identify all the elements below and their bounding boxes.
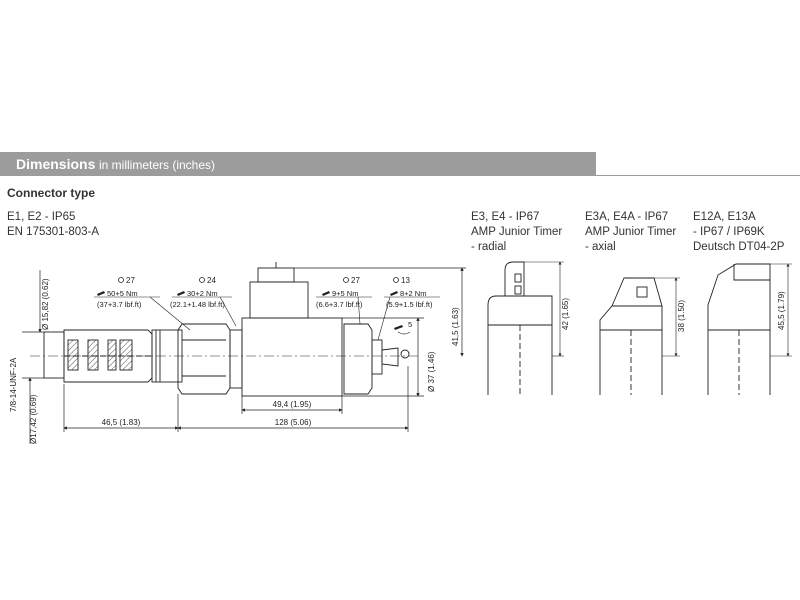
torque-label: 50+5 Nm <box>107 289 138 298</box>
header-subtitle: in millimeters (inches) <box>98 158 216 172</box>
override-size-label: 5 <box>408 320 412 329</box>
torque-icons <box>97 291 398 296</box>
valve-neck <box>229 329 243 389</box>
override-knob <box>400 349 410 359</box>
torque-label: 9+5 Nm <box>332 289 358 298</box>
connector-line: AMP Junior Timer <box>471 226 563 238</box>
spool-hatch <box>67 339 79 371</box>
torque-imperial-label: (6.6+3.7 lbf.ft) <box>316 300 363 309</box>
manual-override <box>381 347 399 367</box>
wrench-size-label: 27 <box>351 276 360 285</box>
dim-thread: 7/8-14-UNF-2A <box>9 357 18 412</box>
dim-49-4: 49,4 (1.95) <box>273 400 312 409</box>
dim-dia-15-82: Ø 15,82 (0.62) <box>41 278 50 330</box>
connector-housing <box>504 261 525 296</box>
connector-label-e1-e2: E1, E2 - IP65 EN 175301-803-A <box>7 210 99 240</box>
connector-type-title: Connector type <box>7 186 96 200</box>
spool-hatch <box>107 339 117 371</box>
dim-46-5: 46,5 (1.83) <box>102 418 141 427</box>
torque-wrench-icon <box>177 291 185 296</box>
connector-line: Deutsch DT04-2P <box>693 241 785 253</box>
dim-45-5: 45,5 (1.79) <box>777 291 786 330</box>
wrench-size-icon <box>393 277 399 283</box>
connector-label-e12a-e13a: E12A, E13A - IP67 / IP69K Deutsch DT04-2… <box>693 210 784 255</box>
torque-label: 30+2 Nm <box>187 289 218 298</box>
connector-line: - radial <box>471 241 507 253</box>
connector-cap <box>257 267 295 283</box>
header-title: Dimensions <box>16 156 96 172</box>
dim-dia-17-42: Ø17,42 (0.69) <box>29 394 38 444</box>
torque-wrench-icon <box>390 291 398 296</box>
torque-label: 8+2 Nm <box>400 289 426 298</box>
connector-line: E1, E2 - IP65 <box>7 211 76 223</box>
solenoid-coil <box>241 317 343 397</box>
wrench-size-label: 24 <box>207 276 216 285</box>
connector-housing <box>611 277 663 307</box>
connector-e3a-e4a-axial <box>599 277 680 395</box>
connector-body <box>707 263 771 395</box>
spool-hatch <box>119 339 133 371</box>
torque-wrench-icon <box>322 291 330 296</box>
nut-13 <box>371 339 383 375</box>
connector-e12a-e13a-deutsch <box>707 263 792 395</box>
dimension-lines <box>22 267 466 444</box>
dim-128: 128 (5.06) <box>275 418 312 427</box>
torque-imperial-label: (37+3.7 lbf.ft) <box>97 300 142 309</box>
dim-42: 42 (1.65) <box>561 298 570 330</box>
dim-38: 38 (1.50) <box>677 300 686 332</box>
connector-line: - axial <box>585 241 616 253</box>
coil-nut-27 <box>343 323 373 395</box>
valve-tip <box>43 331 65 379</box>
spool-hatch <box>87 339 99 371</box>
connector-line: AMP Junior Timer <box>585 226 677 238</box>
wrench-size-label: 13 <box>401 276 410 285</box>
torque-imperial-label: (5.9+1.5 lbf.ft) <box>386 300 433 309</box>
coil-connector <box>249 281 309 319</box>
cartridge-valve <box>30 262 418 397</box>
connector-body <box>487 295 553 395</box>
wrench-size-label: 27 <box>126 276 135 285</box>
connector-line: EN 175301-803-A <box>7 226 100 238</box>
wrench-size-icon <box>118 277 124 283</box>
wrench-size-icon <box>343 277 349 283</box>
header-rule <box>596 175 800 176</box>
torque-wrench-icon <box>97 291 105 296</box>
dim-41-5: 41,5 (1.63) <box>451 307 460 346</box>
connector-e3-e4-radial <box>487 261 564 395</box>
connector-line: E3A, E4A - IP67 <box>585 211 669 223</box>
wrench-leaders <box>94 296 440 341</box>
connector-label-e3-e4: E3, E4 - IP67 AMP Junior Timer - radial <box>471 210 562 255</box>
connector-line: E3, E4 - IP67 <box>471 211 540 223</box>
section-header-bar: Dimensions in millimeters (inches) <box>0 152 596 176</box>
torque-imperial-label: (22.1+1.48 lbf.ft) <box>170 300 225 309</box>
connector-line: - IP67 / IP69K <box>693 226 765 238</box>
override-wrench-icon <box>394 325 411 335</box>
hex-nut-27 <box>177 323 231 395</box>
connector-label-e3a-e4a: E3A, E4A - IP67 AMP Junior Timer - axial <box>585 210 676 255</box>
wrench-size-icon <box>199 277 205 283</box>
dim-dia-37: Ø 37 (1.46) <box>427 351 436 392</box>
connector-line: E12A, E13A <box>693 211 756 223</box>
